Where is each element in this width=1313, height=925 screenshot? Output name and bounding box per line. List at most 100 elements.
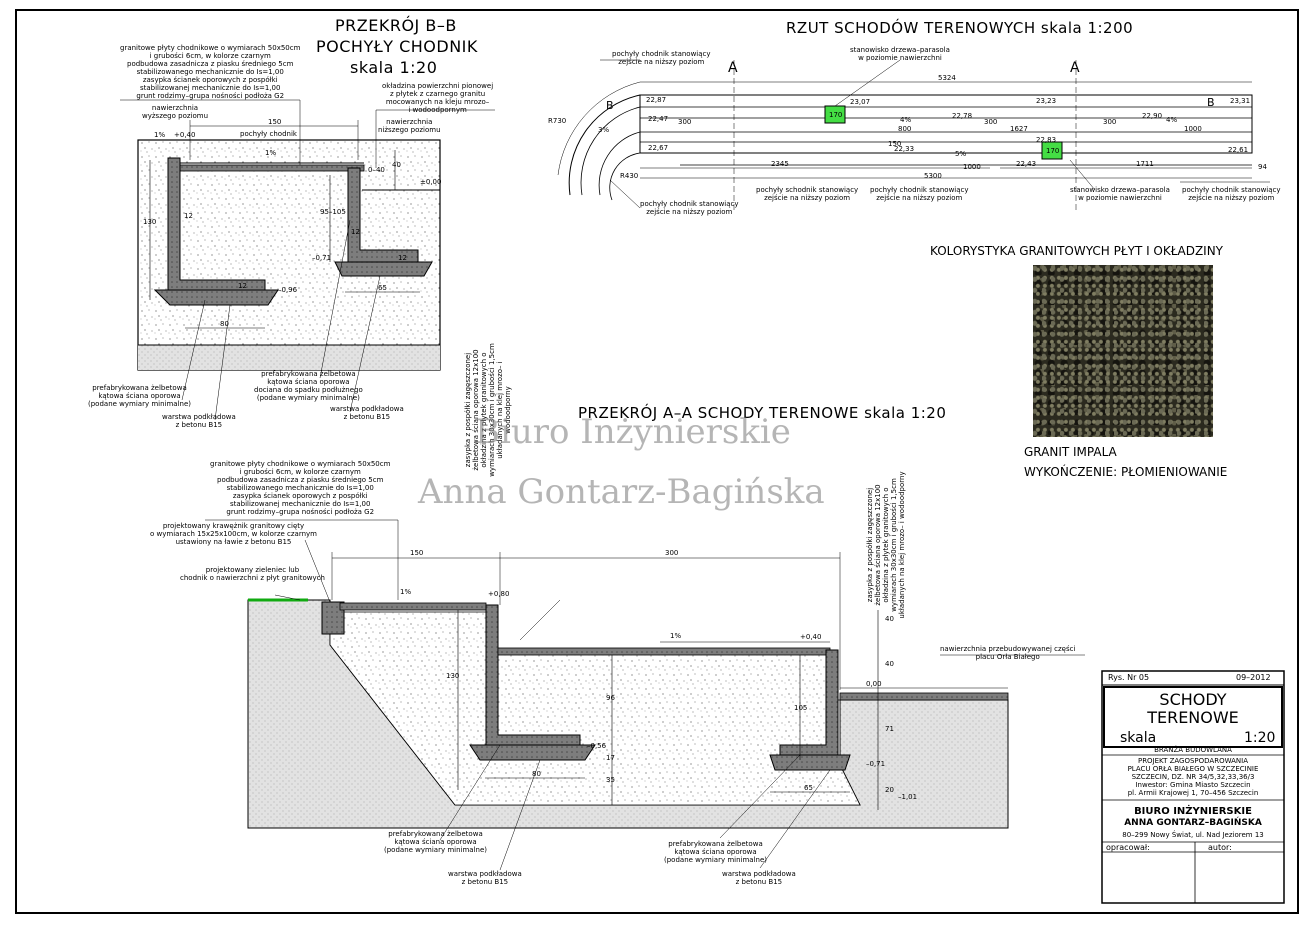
radius-label: R430 — [620, 172, 639, 180]
slope-label: 3% — [598, 126, 610, 134]
level-label: 22,33 — [894, 145, 915, 153]
sheet-border — [15, 9, 1299, 914]
level-label: 22,47 — [648, 115, 669, 123]
level-label: 0,00 — [866, 680, 882, 688]
dim-label: 300 — [678, 118, 692, 126]
dim-label: 12 — [238, 282, 247, 290]
slope-label: 1% — [670, 632, 682, 640]
dim-label: 12 — [398, 254, 407, 262]
level-label: –0,56 — [587, 742, 607, 750]
dim-label: 1711 — [1136, 160, 1154, 168]
level-label: 22,78 — [952, 112, 973, 120]
dim-label: 12 — [184, 212, 193, 220]
section-mark-b: B — [1207, 96, 1215, 109]
section-aa-top-note: granitowe płyty chodnikowe o wymiarach 5… — [210, 460, 391, 516]
level-label: ±0,00 — [420, 178, 442, 186]
scale-label: skala — [1120, 730, 1157, 746]
granite-sample-swatch — [1033, 265, 1213, 437]
plan-title: RZUT SCHODÓW TERENOWYCH skala 1:200 — [786, 19, 1134, 37]
drawing-name-line2: TERENOWE — [1147, 708, 1239, 727]
section-mark-b: B — [606, 99, 614, 112]
watermark-line1: Biuro Inżynierskie — [475, 412, 791, 452]
colors-panel-title: KOLORYSTYKA GRANITOWYCH PŁYT I OKŁADZINY — [930, 244, 1224, 258]
slope-label: 1% — [265, 149, 277, 157]
dim-label: 96 — [606, 694, 615, 702]
plan-drawing — [557, 59, 1270, 210]
dim-label: 71 — [885, 725, 894, 733]
title-block — [1101, 670, 1285, 904]
level-label: +0,40 — [800, 633, 822, 641]
dim-label: 40 — [885, 660, 894, 668]
slope-label: 1% — [154, 131, 166, 139]
slope-label: 4% — [900, 116, 912, 124]
level-label: –0,96 — [278, 286, 298, 294]
section-aa-drawing — [205, 519, 1085, 871]
dim-label: 80 — [220, 320, 229, 328]
slope-label: 1% — [400, 588, 412, 596]
section-bb-subtitle: POCHYŁY CHODNIK — [316, 37, 478, 56]
dim-label: 0–40 — [368, 166, 385, 174]
section-bb-scale: skala 1:20 — [350, 58, 438, 77]
dim-label: 800 — [898, 125, 912, 133]
level-label: –1,01 — [898, 793, 918, 801]
dim-label: 150 — [888, 140, 902, 148]
dim-label: 300 — [1103, 118, 1117, 126]
prepared-by-label: opracował: — [1106, 843, 1150, 852]
level-label: 22,43 — [1016, 160, 1037, 168]
dim-label: 95–105 — [320, 208, 346, 216]
author-label: autor: — [1208, 843, 1232, 852]
drawing-name-line1: SCHODY — [1159, 690, 1227, 709]
level-label: +0,40 — [174, 131, 196, 139]
section-mark-a: A — [1070, 60, 1080, 76]
slope-label: 4% — [1166, 116, 1178, 124]
dim-label: 1000 — [1184, 125, 1202, 133]
level-label: 23,31 — [1230, 97, 1251, 105]
dim-label: 105 — [794, 704, 808, 712]
radius-label: R730 — [548, 117, 567, 125]
dim-label: 80 — [532, 770, 541, 778]
dim-label: 300 — [984, 118, 998, 126]
stone-finish: WYKOŃCZENIE: PŁOMIENIOWANIE — [1024, 465, 1228, 479]
section-aa-vertical-note: zasypka z pospółki zagęszczonej żelbetow… — [464, 343, 512, 477]
dim-label: pochyły chodnik — [240, 130, 297, 138]
dim-label: 300 — [665, 549, 679, 557]
dim-label: 130 — [143, 218, 157, 226]
tree-label: 170 — [1046, 147, 1060, 155]
branch-label: BRANŻA BUDOWLANA — [1154, 746, 1232, 754]
section-aa-vertical-note: zasypka z pospółki zagęszczonej żelbetow… — [866, 471, 906, 619]
level-label: 22,61 — [1228, 146, 1249, 154]
level-label: 22,83 — [1036, 136, 1057, 144]
section-bb-drawing — [120, 99, 495, 421]
dim-label: 2345 — [771, 160, 789, 168]
section-bb-top-note: granitowe płyty chodnikowe o wymiarach 5… — [120, 44, 301, 100]
level-label: 23,23 — [1036, 97, 1057, 105]
office-name: BIURO INŻYNIERSKIE — [1134, 806, 1252, 817]
dim-label: 150 — [410, 549, 424, 557]
dim-label: 12 — [351, 228, 360, 236]
dim-label: 1627 — [1010, 125, 1028, 133]
dim-label: 1000 — [963, 163, 981, 171]
dim-label: 20 — [885, 786, 894, 794]
level-label: –0,71 — [866, 760, 886, 768]
section-bb-title: PRZEKRÓJ B–B — [335, 16, 457, 35]
level-label: 22,90 — [1142, 112, 1163, 120]
dim-label: 130 — [446, 672, 460, 680]
